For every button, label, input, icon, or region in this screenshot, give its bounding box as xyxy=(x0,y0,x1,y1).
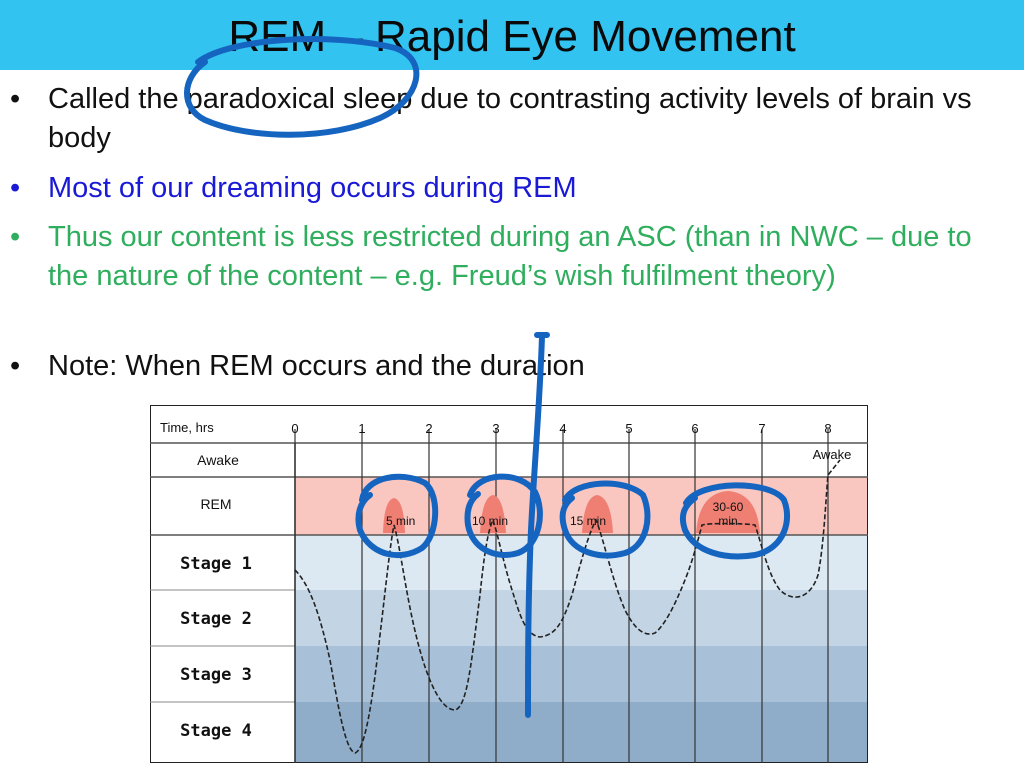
row-label-stage2: Stage 2 xyxy=(180,609,252,629)
row-label-stage1: Stage 1 xyxy=(180,554,252,574)
stage2-band xyxy=(295,590,867,646)
row-label-stage4: Stage 4 xyxy=(180,721,252,741)
time-axis-label: Time, hrs xyxy=(160,420,214,435)
hour-label: 0 xyxy=(291,421,298,436)
bullet-text: Most of our dreaming occurs during REM xyxy=(48,172,577,204)
row-label-awake: Awake xyxy=(197,452,239,468)
bullet-dot: • xyxy=(10,172,21,204)
hour-label: 1 xyxy=(358,421,365,436)
hour-label: 4 xyxy=(559,421,566,436)
rem-label-line2: min xyxy=(718,514,737,528)
bullet-dot: • xyxy=(10,350,21,382)
stage4-band xyxy=(295,702,867,762)
bullet-dot: • xyxy=(10,83,21,115)
hour-label: 3 xyxy=(492,421,499,436)
hour-labels: 0 1 2 3 4 5 6 7 8 xyxy=(291,421,831,436)
sleep-cycle-diagram: Time, hrs 0 1 2 3 4 5 6 7 8 Awake REM St… xyxy=(150,405,868,763)
bullet-text: Note: When REM occurs and the duration xyxy=(48,350,585,382)
awake-end-label: Awake xyxy=(813,447,852,462)
rem-label: 5 min xyxy=(386,514,415,528)
bullet-text: Thus our content is less restricted duri… xyxy=(48,221,972,292)
title-bar xyxy=(0,0,1024,70)
stage3-band xyxy=(295,646,867,702)
row-label-rem: REM xyxy=(200,496,231,512)
hour-label: 5 xyxy=(625,421,632,436)
bullet-text: Called the paradoxical sleep due to cont… xyxy=(48,83,972,154)
bullet-dot: • xyxy=(10,221,21,253)
rem-label: 15 min xyxy=(570,514,606,528)
hour-label: 7 xyxy=(758,421,765,436)
hour-label: 2 xyxy=(425,421,432,436)
hour-label: 6 xyxy=(691,421,698,436)
hour-label: 8 xyxy=(824,421,831,436)
rem-label-line1: 30-60 xyxy=(713,500,744,514)
row-label-stage3: Stage 3 xyxy=(180,665,252,685)
slide-title: REM – Rapid Eye Movement xyxy=(228,12,796,61)
